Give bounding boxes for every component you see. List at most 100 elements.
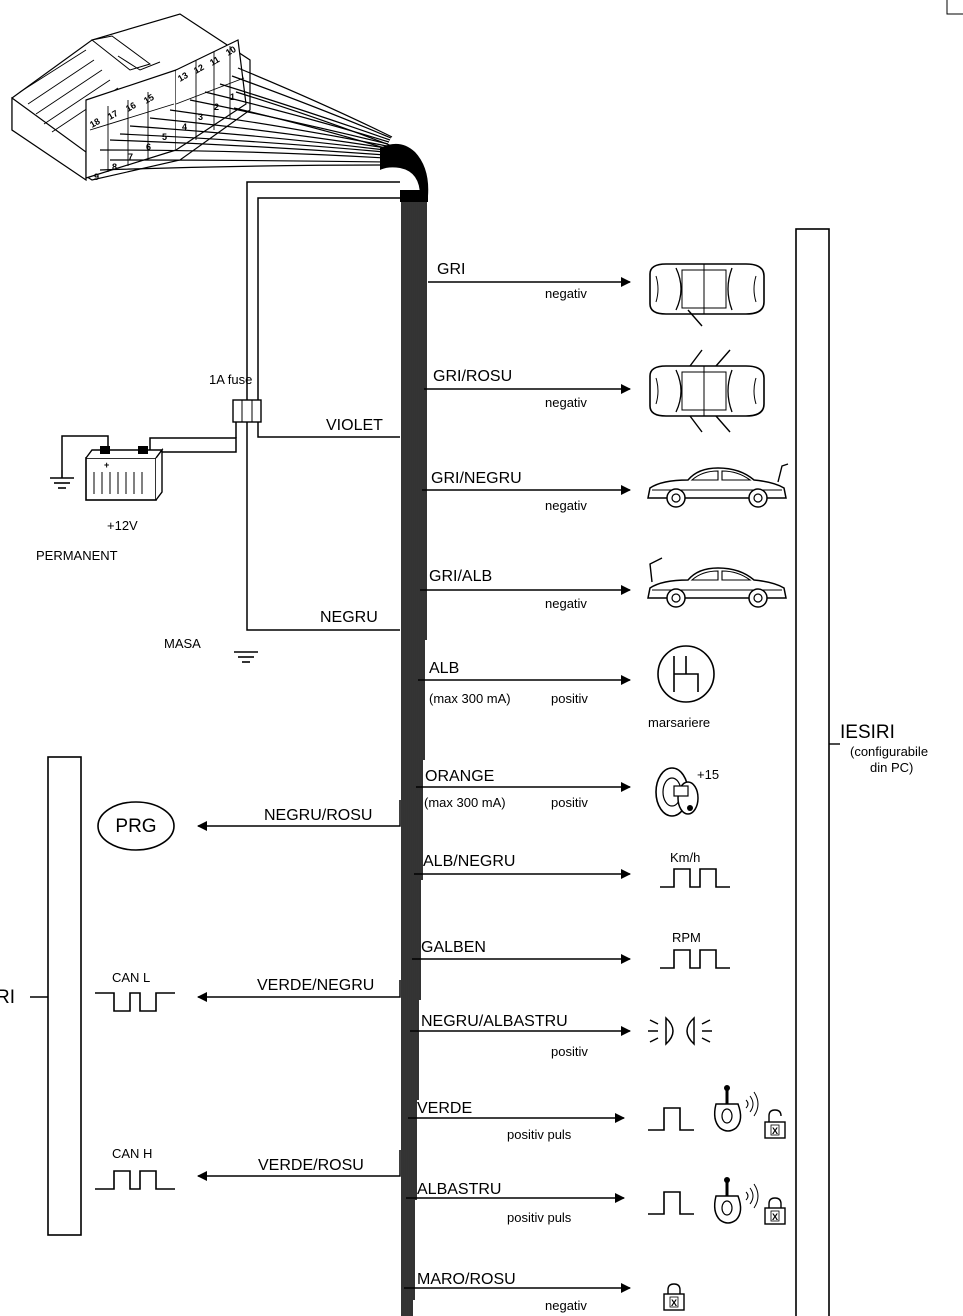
corner-mark xyxy=(946,0,963,15)
pulse-icon xyxy=(659,949,731,969)
fuse-icon xyxy=(232,399,262,423)
wire-label: GRI/ROSU xyxy=(433,368,512,385)
connector-icon: 18 17 16 15 13 12 11 10 9 8 7 6 5 4 3 2 … xyxy=(11,13,251,182)
wire-label: GALBEN xyxy=(421,939,486,956)
wire-label: VERDE/ROSU xyxy=(258,1157,364,1174)
car-top-door-icon xyxy=(649,263,765,327)
pin-label-12: 12 xyxy=(192,62,206,76)
outputs-subtitle-2: din PC) xyxy=(870,760,913,775)
pin-label-10: 10 xyxy=(224,44,238,58)
wire-label-violet: VIOLET xyxy=(326,417,383,434)
battery-voltage: +12V xyxy=(107,518,138,533)
wire-bundle xyxy=(380,143,429,1316)
output-row-gri-negru: GRI/NEGRU negativ xyxy=(422,463,789,513)
wire-label: GRI/NEGRU xyxy=(431,470,522,487)
fuse-label: 1A fuse xyxy=(209,372,252,387)
wire-label: ORANGE xyxy=(425,768,494,785)
can-high-signal-icon xyxy=(95,1170,175,1190)
pin-label-17: 17 xyxy=(106,108,120,122)
input-row-verde-rosu: VERDE/ROSU CAN H xyxy=(95,1146,401,1190)
wire-label: NEGRU/ROSU xyxy=(264,807,372,824)
signal-type: negativ xyxy=(545,498,587,513)
output-row-alb-negru: ALB/NEGRU Km/h xyxy=(414,850,731,888)
outputs-subtitle-1: (configurabile xyxy=(850,744,928,759)
input-row-verde-negru: VERDE/NEGRU CAN L xyxy=(95,970,401,1012)
remote-lock-icon xyxy=(648,1175,786,1225)
prg-label: PRG xyxy=(115,816,156,837)
output-row-alb: ALB (max 300 mA) positiv marsariere xyxy=(418,645,715,730)
output-row-maro-rosu: MARO/ROSU negativ xyxy=(404,1271,685,1313)
lights-icon xyxy=(648,1016,712,1046)
icon-caption: marsariere xyxy=(648,715,710,730)
wire-note: (max 300 mA) xyxy=(429,691,511,706)
wire-label: ALB xyxy=(429,660,459,677)
padlock-icon xyxy=(663,1283,685,1311)
outputs-box xyxy=(795,228,830,1316)
pin-label-5: 5 xyxy=(162,132,167,142)
wire-label-negru: NEGRU xyxy=(320,609,378,626)
output-row-gri-alb: GRI/ALB negativ xyxy=(420,557,787,611)
signal-type: positiv puls xyxy=(507,1127,572,1142)
wire-label: ALBASTRU xyxy=(417,1181,501,1198)
signal-type: positiv puls xyxy=(507,1210,572,1225)
inputs-box xyxy=(47,756,82,1236)
pin-label-15: 15 xyxy=(142,92,156,106)
can-h-label: CAN H xyxy=(112,1146,152,1161)
signal-type: positiv xyxy=(551,795,588,810)
pin-label-9: 9 xyxy=(94,172,99,182)
output-row-orange: ORANGE (max 300 mA) positiv +15 xyxy=(416,767,719,817)
output-row-gri-rosu: GRI/ROSU negativ xyxy=(424,349,765,433)
masa-label: MASA xyxy=(164,636,201,651)
pin-label-7: 7 xyxy=(128,152,133,162)
pulse-icon xyxy=(659,868,731,888)
output-row-galben: GALBEN RPM xyxy=(412,930,731,969)
wire-label: GRI xyxy=(437,261,465,278)
ground-symbol-battery-icon xyxy=(50,470,74,489)
can-low-signal-icon xyxy=(95,992,175,1012)
signal-type: negativ xyxy=(545,286,587,301)
car-trunk-open-icon xyxy=(647,463,789,508)
pin-label-4: 4 xyxy=(182,122,187,132)
ignition-key-icon xyxy=(655,767,699,817)
output-row-albastru: ALBASTRU positiv puls xyxy=(406,1175,786,1225)
wire-label: GRI/ALB xyxy=(429,568,492,585)
wire-label: VERDE/NEGRU xyxy=(257,977,374,994)
inputs-title: RI xyxy=(0,987,15,1008)
ground-symbol-masa-icon xyxy=(234,651,258,663)
pin-label-2: 2 xyxy=(214,102,219,112)
pin-label-1: 1 xyxy=(230,92,235,102)
pin-label-13: 13 xyxy=(176,70,190,84)
car-top-doors-open-icon xyxy=(649,349,765,433)
signal-type: positiv xyxy=(551,1044,588,1059)
car-hood-open-icon xyxy=(647,557,787,608)
wire-label: ALB/NEGRU xyxy=(423,853,515,870)
pin-label-16: 16 xyxy=(124,100,138,114)
icon-caption: RPM xyxy=(672,930,701,945)
wire-label: MARO/ROSU xyxy=(417,1271,516,1288)
pin-label-8: 8 xyxy=(112,162,117,172)
signal-type: negativ xyxy=(545,395,587,410)
pin-label-3: 3 xyxy=(198,112,203,122)
output-row-gri: GRI negativ xyxy=(428,261,765,327)
wire-label: VERDE xyxy=(417,1100,472,1117)
icon-caption: +15 xyxy=(697,767,719,782)
pin-label-6: 6 xyxy=(146,142,151,152)
output-row-negru-albastru: NEGRU/ALBASTRU positiv xyxy=(410,1013,712,1059)
pin-label-11: 11 xyxy=(208,54,221,67)
signal-type: positiv xyxy=(551,691,588,706)
input-row-negru-rosu: NEGRU/ROSU PRG xyxy=(97,800,401,851)
signal-type: negativ xyxy=(545,1298,587,1313)
svg-text:+: + xyxy=(104,460,109,470)
connector-wires xyxy=(99,67,393,171)
icon-caption: Km/h xyxy=(670,850,700,865)
pin-label-18: 18 xyxy=(88,116,102,130)
outputs-title: IESIRI xyxy=(840,722,895,743)
battery-icon: + xyxy=(85,446,164,501)
battery-permanent: PERMANENT xyxy=(36,548,118,563)
signal-type: negativ xyxy=(545,596,587,611)
gear-reverse-icon xyxy=(657,645,715,703)
wire-label: NEGRU/ALBASTRU xyxy=(421,1013,568,1030)
output-row-verde: VERDE positiv puls xyxy=(408,1083,786,1142)
can-l-label: CAN L xyxy=(112,970,150,985)
